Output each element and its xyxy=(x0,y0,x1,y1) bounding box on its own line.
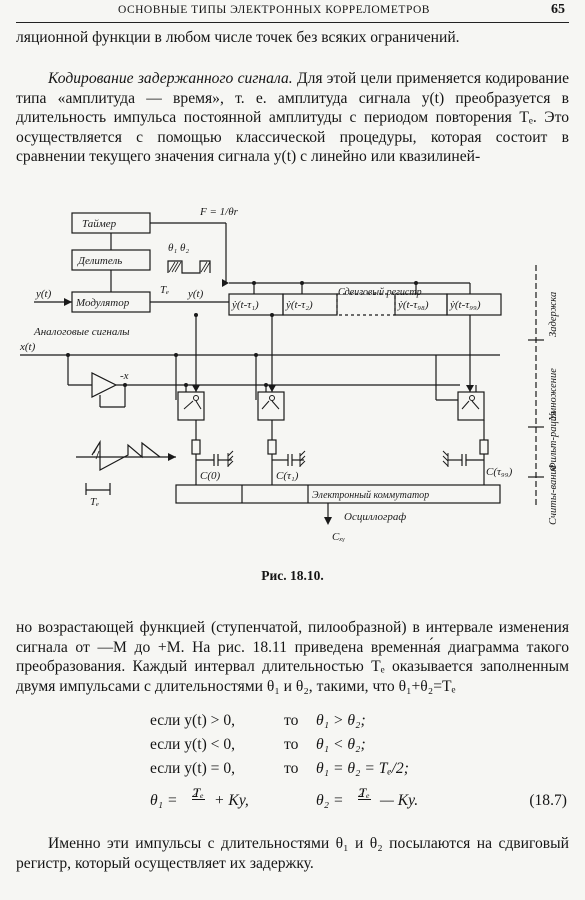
register-cell-99 xyxy=(446,293,502,316)
cxy-label: Cₓᵧ xyxy=(332,531,345,543)
y-input-label: y(t) xyxy=(35,288,52,300)
frequency-label: F = 1/θr xyxy=(199,206,239,218)
paragraph-2-title: Кодирование задержанного сигнала. xyxy=(48,70,293,87)
equation-row-3: если y(t) = 0, то θ₁ = θ₂ = Tₑ/2; xyxy=(150,760,409,777)
page-number: 65 xyxy=(551,2,565,17)
pulse-waveform xyxy=(167,260,211,274)
side-label-delay: Задержка xyxy=(548,292,559,337)
figure-18-10: Таймер Делитель Модулятор F = 1/θr θ₁ θ₂… xyxy=(19,206,559,543)
modulator-label: Модулятор xyxy=(75,297,130,309)
minus-x-label: -x xyxy=(120,370,129,382)
saw-waveform xyxy=(91,439,161,472)
c0-label: C(0) xyxy=(200,470,221,482)
oscillograph-label: Осциллограф xyxy=(344,511,406,523)
te-label-top: Tₑ xyxy=(160,284,169,296)
running-title: ОСНОВНЫЕ ТИПЫ ЭЛЕКТРОННЫХ КОРРЕЛОМЕТРОВ xyxy=(118,4,430,16)
theta-labels: θ₁ θ₂ xyxy=(168,242,189,254)
filter-resistor-1 xyxy=(267,439,277,455)
analog-signals-label: Аналоговые сигналы xyxy=(33,326,130,338)
equation-row-1: если y(t) > 0, то θ₁ > θ₂; xyxy=(150,712,366,729)
page-header: ОСНОВНЫЕ ТИПЫ ЭЛЕКТРОННЫХ КОРРЕЛОМЕТРОВ … xyxy=(0,0,585,23)
filter-resistor-0 xyxy=(191,439,201,455)
figure-caption: Рис. 18.10. xyxy=(261,568,324,583)
y-mod-label: y(t) xyxy=(187,288,204,300)
register-cell-99-label: ẏ(t-τ₉₉) xyxy=(449,299,481,311)
equation-number: (18.7) xyxy=(529,792,567,809)
inverter-amplifier xyxy=(91,372,118,398)
header-rule xyxy=(16,22,569,23)
divider-label: Делитель xyxy=(77,255,122,267)
timer-label: Таймер xyxy=(82,218,117,230)
paragraph-2: Кодирование задержанного сигнала. Для эт… xyxy=(16,69,569,167)
side-label-readout: Считы-вание xyxy=(548,464,559,525)
te-label-bottom: Tₑ xyxy=(90,496,99,508)
register-middle-label: Сдвиговый регистр xyxy=(338,287,422,298)
paragraph-2-body: Для этой цели применяется кодирование ти… xyxy=(16,70,569,165)
filter-resistor-99 xyxy=(479,439,489,455)
switch-block-1 xyxy=(257,391,285,421)
switch-block-0 xyxy=(177,391,205,421)
x-input-label: x(t) xyxy=(19,341,36,353)
register-cell-1-label: ẏ(t-τ₁) xyxy=(231,299,259,311)
side-label-multiplication: Умножение xyxy=(548,368,559,421)
electronic-commutator xyxy=(175,484,501,504)
paragraph-1: ляционной функции в любом числе точек бе… xyxy=(16,29,460,46)
side-label-filtration: Фильт-рация xyxy=(548,411,559,471)
equation-row-2: если y(t) < 0, то θ₁ < θ₂; xyxy=(150,736,366,753)
paragraph-4: Именно эти импульсы с длительностями θ₁ … xyxy=(16,835,569,872)
paragraph-3: но возрастающей функцией (ступенчатой, п… xyxy=(16,619,569,695)
c99-label: C(τ₉₉) xyxy=(486,466,513,478)
register-cell-2-label: ẏ(t-τ₂) xyxy=(285,299,313,311)
c1-label: C(τ₁) xyxy=(276,470,299,482)
register-cell-98-label: ẏ(t-τ₉₈) xyxy=(397,299,429,311)
commutator-label: Электронный коммутатор xyxy=(312,490,429,501)
register-cell-2 xyxy=(282,293,338,316)
equation-row-4: θ₁ = Tₑ 2 + Ky, θ₂ = Tₑ 2 — Ky. (18.7) xyxy=(150,785,567,809)
switch-block-99 xyxy=(457,391,485,421)
